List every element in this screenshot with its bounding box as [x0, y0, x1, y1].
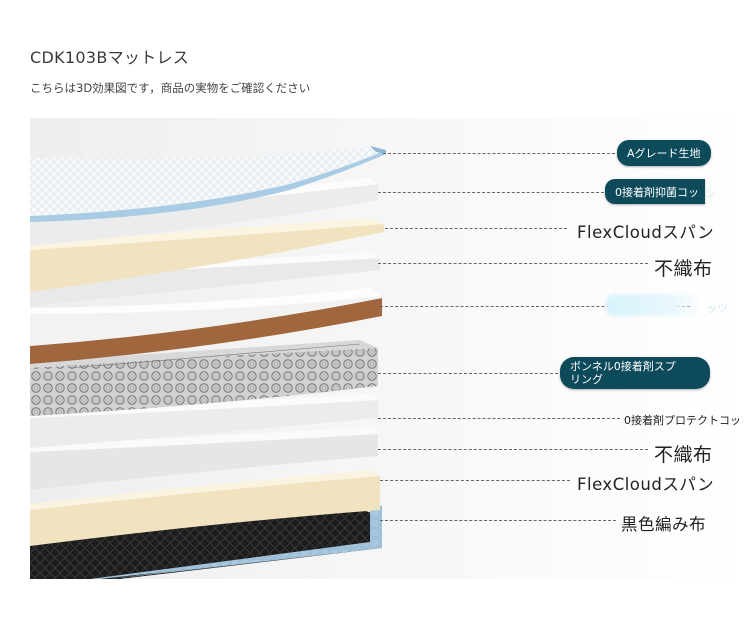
label-bonnell-spring-line1: ボンネル0接着剤スプ [570, 360, 676, 373]
leader-line-9 [380, 480, 570, 481]
label-black-knit: 黒色編み布 [621, 515, 706, 534]
leader-line-4 [378, 263, 648, 264]
leader-line-8 [378, 449, 648, 450]
label-flexcloud-foam-bottom: FlexCloudスパン [577, 475, 715, 494]
layer-coconut [30, 288, 382, 364]
leader-line-5 [380, 306, 690, 307]
label-a-grade-fabric-text: Aグレード生地 [627, 147, 701, 160]
label-antibacterial-cotton-faded: ン [705, 187, 716, 200]
label-flexcloud-foam-top: FlexCloudスパン [577, 223, 715, 242]
leader-line-6 [378, 373, 558, 374]
layer-flexcloud-foam-bottom [30, 470, 380, 546]
label-antibacterial-cotton: 0接着剤抑菌コッ [605, 179, 705, 204]
leader-line-3 [385, 228, 567, 229]
label-a-grade-fabric: Aグレード生地 [617, 140, 711, 166]
product-title: CDK103Bマットレス [30, 48, 190, 67]
product-subtitle: こちらは3D効果図です，商品の実物をご確認ください [30, 81, 311, 95]
label-nonwoven-bottom: 不織布 [654, 444, 713, 466]
leader-line-2 [378, 192, 604, 193]
layer-protect-cotton [30, 394, 378, 448]
label-nonwoven-top: 不織布 [654, 258, 713, 280]
layer-black-knit-base [30, 498, 382, 579]
leader-line-1 [383, 153, 615, 154]
label-antibacterial-cotton-text: 0接着剤抑菌コッ [615, 185, 699, 199]
layer-bonnell-spring [30, 340, 378, 416]
leader-line-7 [378, 418, 620, 419]
label-protect-cotton: 0接着剤プロテクトコッ [624, 414, 741, 427]
label-coconut-faded: ッツ [706, 302, 728, 315]
leader-line-10 [380, 520, 616, 521]
layer-flexcloud-foam-top [30, 218, 384, 292]
label-bonnell-spring-line2: リング [570, 373, 603, 386]
layer-quilted-fabric [30, 146, 386, 222]
label-coconut-blurred [606, 294, 702, 316]
layer-nonwoven-bottom [30, 427, 378, 490]
mattress-exploded-view [30, 146, 386, 579]
label-bonnell-spring: ボンネル0接着剤スプ リング [560, 357, 710, 389]
